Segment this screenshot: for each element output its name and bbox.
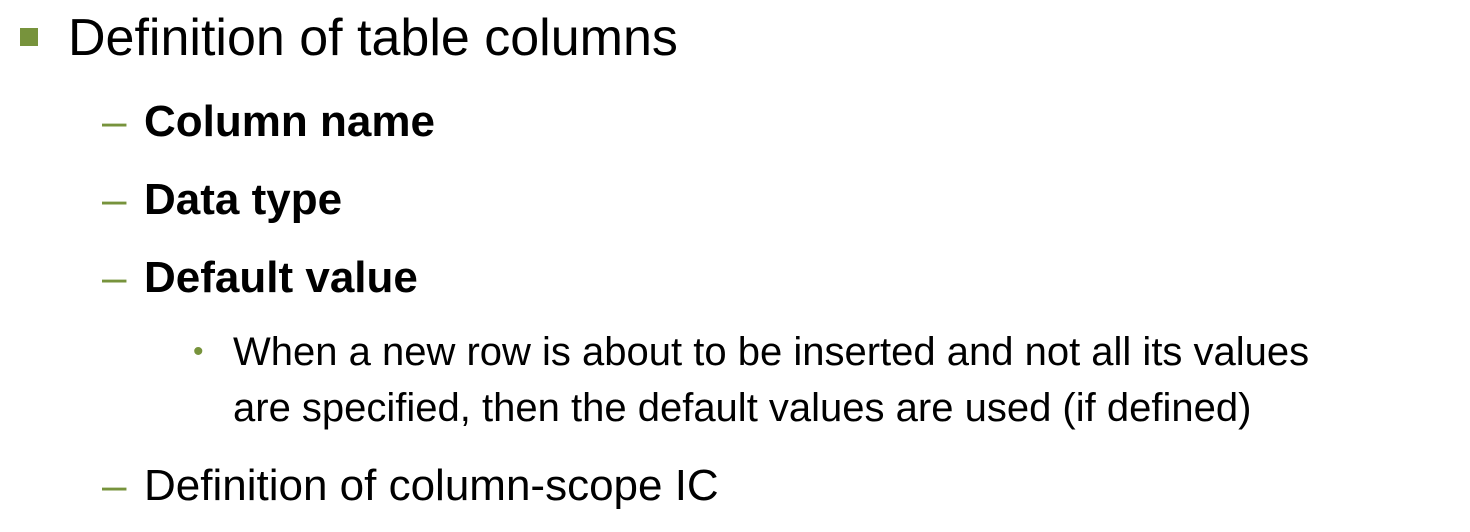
square-bullet-icon [20,28,38,46]
level2-bullet-column-scope-ic: – Definition of column-scope IC [102,464,1002,514]
dot-bullet-icon: • [193,335,204,368]
level2-bullet-data-type: – Data type [102,178,902,228]
dash-bullet-icon: – [102,461,127,510]
sub-bullet-line-2: are specified, then the default values a… [233,386,1252,430]
bullet-label: Default value [144,253,418,302]
dash-bullet-icon: – [102,253,127,302]
sub-bullet-line-1: When a new row is about to be inserted a… [233,330,1310,374]
level2-bullet-default-value: – Default value [102,256,902,306]
level2-bullet-column-name: – Column name [102,100,902,150]
bullet-label: Data type [144,175,343,224]
dash-bullet-icon: – [102,97,127,146]
bullet-label: Column name [144,97,435,146]
level1-bullet: Definition of table columns [20,12,920,72]
dash-bullet-icon: – [102,175,127,224]
bullet-label: Definition of column-scope IC [144,461,719,510]
level3-bullet-default-explanation: • When a new row is about to be inserted… [193,324,1463,436]
slide-heading: Definition of table columns [68,9,678,67]
sub-bullet-text: When a new row is about to be inserted a… [233,324,1463,436]
